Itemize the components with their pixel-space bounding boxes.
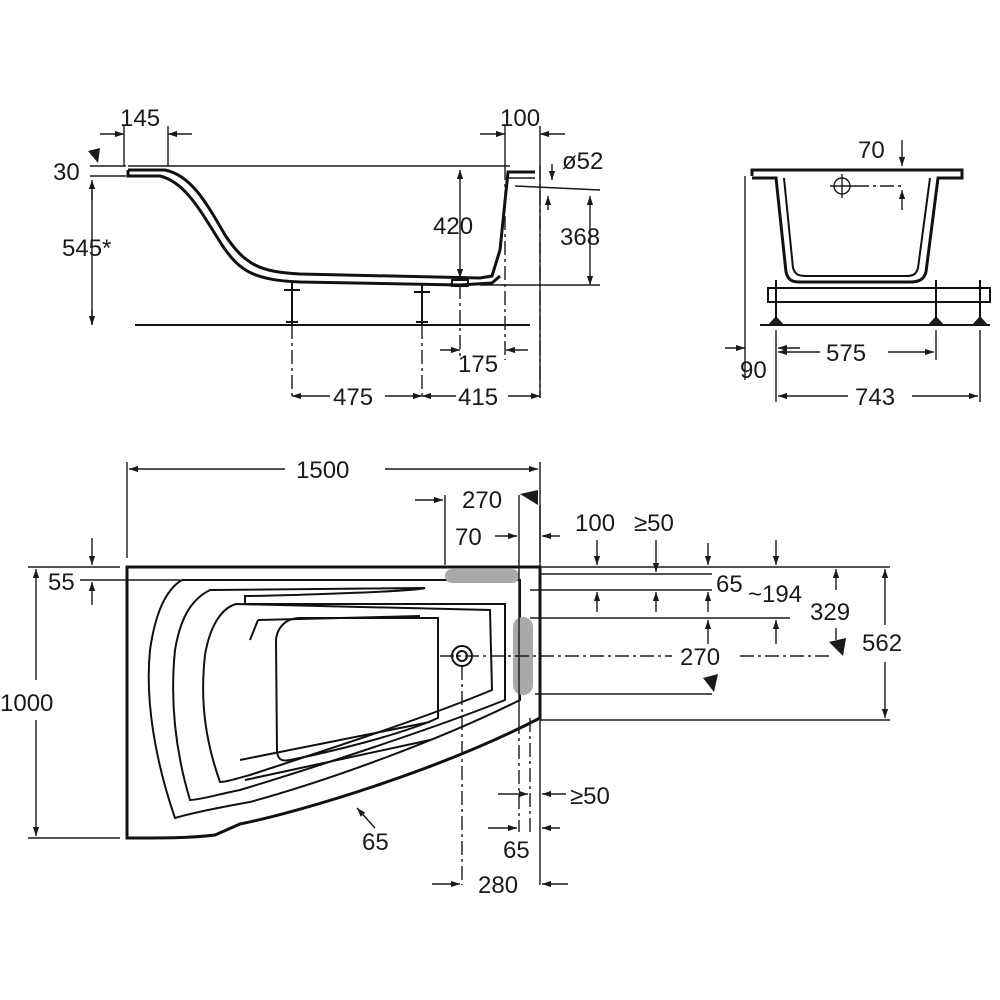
plan-view-outer-outline — [125, 565, 542, 840]
dim-70-plan: 70 — [455, 524, 482, 551]
side-view-tub-outline — [126, 168, 535, 287]
dim-145: 145 — [120, 105, 160, 132]
dim-1000: 1000 — [0, 690, 53, 717]
dim-65-deck: 65 — [716, 571, 743, 598]
dim-175: 175 — [458, 351, 498, 378]
dim-30: 30 — [53, 159, 80, 186]
dim-194: ~194 — [748, 581, 802, 608]
dim-100-top: 100 — [500, 105, 540, 132]
dim-65-right: 65 — [503, 837, 530, 864]
dim-545: 545* — [62, 235, 111, 262]
dim-368: 368 — [560, 224, 600, 251]
plan-view: 1500 1000 55 270 70 100 ≥50 — [0, 457, 902, 899]
dim-70-end: 70 — [858, 137, 885, 164]
dim-575: 575 — [826, 340, 866, 367]
dim-100-plan: 100 — [575, 510, 615, 537]
dim-90: 90 — [740, 357, 767, 384]
dim-1500: 1500 — [296, 457, 349, 484]
end-view-tub-outline — [750, 168, 964, 284]
dim-420: 420 — [433, 213, 473, 240]
dim-475: 475 — [333, 384, 373, 411]
side-view-legs — [284, 283, 430, 325]
dim-270-overflow: 270 — [680, 644, 720, 671]
dim-65-curved: 65 — [362, 829, 389, 856]
dim-415-side: 415 — [458, 384, 498, 411]
dim-clearance-top: ≥50 — [634, 510, 674, 537]
dim-270-top: 270 — [462, 487, 502, 514]
dim-562: 562 — [862, 630, 902, 657]
dim-55: 55 — [48, 569, 75, 596]
dim-743: 743 — [855, 384, 895, 411]
tap-area-highlight — [445, 569, 519, 583]
dim-280: 280 — [478, 872, 518, 899]
dim-clearance-side: ≥50 — [570, 783, 610, 810]
dim-overflow-diameter: ø52 — [562, 148, 603, 175]
side-view: 145 100 30 545* 420 ø52 368 — [53, 105, 603, 411]
dim-329: 329 — [810, 599, 850, 626]
end-view: 70 90 575 743 — [725, 137, 991, 411]
